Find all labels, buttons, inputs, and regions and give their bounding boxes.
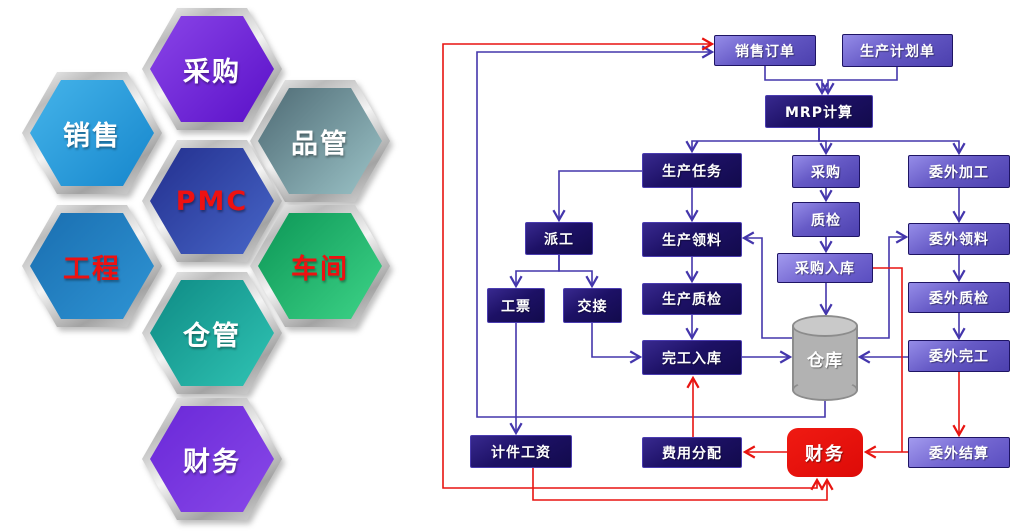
edge-jj-wgrk xyxy=(591,323,643,364)
flow-node-jjgz: 计件工资 xyxy=(470,435,572,468)
hexagon-caiwu_hex: 财务 xyxy=(142,398,282,520)
edge-xsdd-mrp xyxy=(764,66,829,96)
hexagon-chejian: 车间 xyxy=(250,205,390,327)
flow-node-label-wwwg: 委外完工 xyxy=(929,349,989,365)
flow-node-wwll: 委外领料 xyxy=(908,223,1010,255)
edge-ck-wwll xyxy=(858,230,909,339)
flow-node-label-cg: 采购 xyxy=(811,164,841,181)
flow-node-label-mrp: MRP计算 xyxy=(785,104,853,121)
edge-cgrk-cw xyxy=(873,267,903,452)
flow-node-label-scll: 生产领料 xyxy=(662,232,722,249)
cylinder-top xyxy=(792,315,858,337)
hexagon-label-chejian: 车间 xyxy=(291,253,349,285)
edge-cw-xsdd xyxy=(442,37,824,491)
hexagon-label-pinguan: 品管 xyxy=(291,128,349,160)
flow-node-pg: 派工 xyxy=(525,222,593,255)
hexagon-pinguan: 品管 xyxy=(250,80,390,202)
flow-node-label-gp: 工票 xyxy=(501,298,531,315)
flow-node-label-jj: 交接 xyxy=(577,298,608,315)
edge-mrp-wwjg xyxy=(818,128,966,156)
flow-node-mrp: MRP计算 xyxy=(765,95,873,128)
flow-node-xsdd: 销售订单 xyxy=(714,35,816,66)
flow-node-label-zj: 质检 xyxy=(811,212,841,229)
flow-node-label-jjgz: 计件工资 xyxy=(491,444,551,461)
flow-node-sczj: 生产质检 xyxy=(642,283,742,315)
flow-node-ck: 仓库 xyxy=(792,315,858,401)
edge-scrw-pg xyxy=(552,170,642,223)
flow-node-label-wwll: 委外领料 xyxy=(929,232,989,248)
flow-node-label-wwjg: 委外加工 xyxy=(929,164,989,181)
flow-node-scjhd: 生产计划单 xyxy=(842,34,953,67)
flow-node-label-pg: 派工 xyxy=(544,231,574,248)
hexagon-fill xyxy=(150,406,274,512)
edge-pg-gp xyxy=(509,255,560,289)
flow-node-jj: 交接 xyxy=(563,288,622,323)
hexagon-fill xyxy=(150,280,274,386)
flow-node-label-sczj: 生产质检 xyxy=(662,292,722,308)
hexagon-cangguan: 仓管 xyxy=(142,272,282,394)
hexagon-gongcheng: 工程 xyxy=(22,205,162,327)
flow-node-cgrk: 采购入库 xyxy=(777,253,873,283)
flow-node-wwjs: 委外结算 xyxy=(908,437,1010,468)
flow-node-label-cgrk: 采购入库 xyxy=(795,261,855,277)
flow-node-label-wwjs: 委外结算 xyxy=(929,445,989,462)
flow-node-label-cw: 财务 xyxy=(805,443,845,465)
hexagon-label-gongcheng: 工程 xyxy=(63,253,121,285)
hexagon-label-pmc: PMC xyxy=(175,185,249,217)
edge-scjhd-mrp xyxy=(821,67,898,96)
hexagon-xiaoshou: 销售 xyxy=(22,72,162,194)
hexagon-label-caigou: 采购 xyxy=(183,56,241,88)
flow-node-wwjg: 委外加工 xyxy=(908,155,1010,188)
edge-mrp-scrw xyxy=(685,128,820,154)
hexagon-caigou: 采购 xyxy=(142,8,282,130)
flow-node-wwwg: 委外完工 xyxy=(908,340,1010,372)
edge-jjgz-cw xyxy=(532,468,834,501)
edge-ck-xsdd xyxy=(476,45,826,418)
flow-node-fyfp: 费用分配 xyxy=(642,437,742,468)
flow-node-label-ck: 仓库 xyxy=(807,350,843,371)
hexagon-fill xyxy=(30,80,154,186)
hexagon-label-caiwu_hex: 财务 xyxy=(183,446,241,478)
flow-node-scll: 生产领料 xyxy=(642,222,742,257)
hexagon-label-xiaoshou: 销售 xyxy=(63,120,121,152)
edge-group xyxy=(442,37,966,501)
hexagon-pmc: PMC xyxy=(142,140,282,262)
flow-node-label-scrw: 生产任务 xyxy=(662,163,722,180)
edge-pg-jj xyxy=(558,255,599,289)
flow-node-wwzj: 委外质检 xyxy=(908,282,1010,313)
flow-node-label-scjhd: 生产计划单 xyxy=(860,43,935,60)
flow-node-gp: 工票 xyxy=(487,288,545,323)
flow-node-zj: 质检 xyxy=(792,202,860,237)
flow-node-cw: 财务 xyxy=(787,428,863,477)
flow-node-label-fyfp: 费用分配 xyxy=(662,445,722,462)
cylinder-bottom xyxy=(792,379,858,401)
flow-node-label-wgrk: 完工入库 xyxy=(662,350,722,367)
flow-node-label-xsdd: 销售订单 xyxy=(735,43,795,60)
flow-node-cg: 采购 xyxy=(792,155,860,188)
hexagon-fill xyxy=(150,148,274,254)
flow-node-wgrk: 完工入库 xyxy=(642,340,742,375)
flow-node-scrw: 生产任务 xyxy=(642,153,742,188)
hexagon-label-cangguan: 仓管 xyxy=(183,320,241,352)
hexagon-fill xyxy=(150,16,274,122)
flow-node-label-wwzj: 委外质检 xyxy=(929,290,989,307)
